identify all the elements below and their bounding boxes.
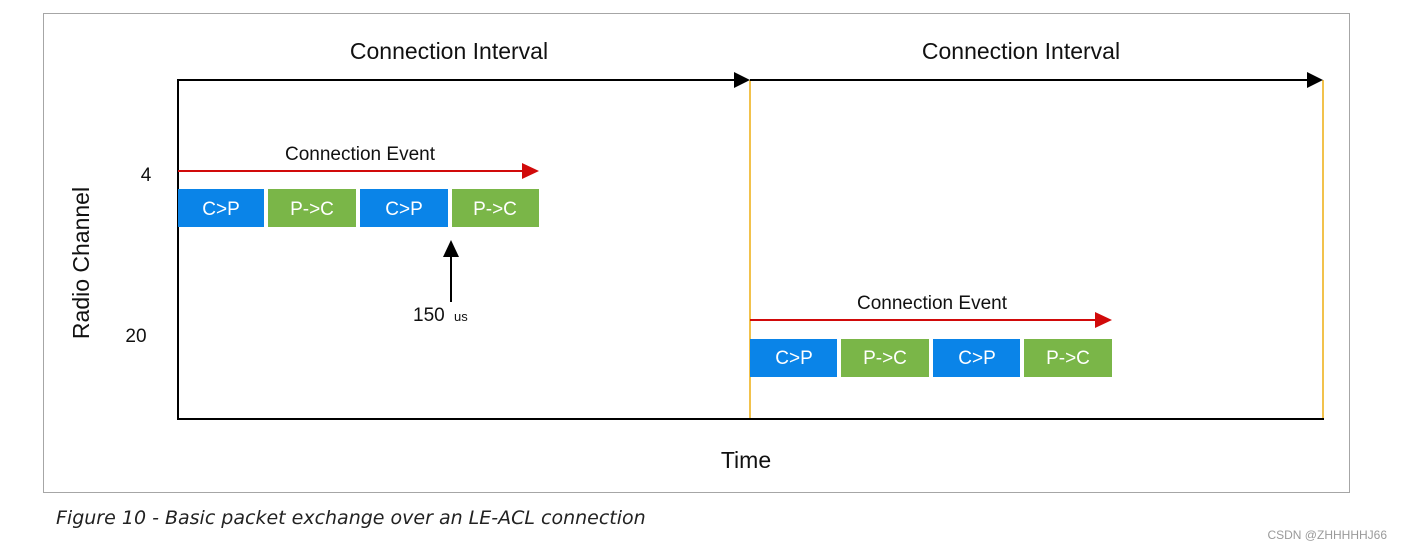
packet-label: C>P <box>775 348 813 369</box>
x-axis-label: Time <box>721 447 771 473</box>
event-arrowhead-2 <box>1095 312 1112 328</box>
packet-label: P->C <box>473 199 517 220</box>
packet-label: C>P <box>202 199 240 220</box>
packet-label: P->C <box>1046 348 1090 369</box>
event-1-packets: C>P P->C C>P P->C <box>178 189 539 227</box>
interval-arrowhead-2 <box>1307 72 1323 88</box>
watermark: CSDN @ZHHHHHJ66 <box>1267 528 1387 542</box>
figure-caption: Figure 10 - Basic packet exchange over a… <box>56 507 646 529</box>
packet-c-to-p <box>360 189 448 227</box>
packet-p-to-c <box>841 339 929 377</box>
packet-c-to-p <box>750 339 837 377</box>
packet-c-to-p <box>178 189 264 227</box>
interval-label-2: Connection Interval <box>922 38 1120 64</box>
gap-unit: us <box>454 309 468 324</box>
event-arrowhead-1 <box>522 163 539 179</box>
event-label-1: Connection Event <box>285 144 436 165</box>
packet-label: C>P <box>958 348 996 369</box>
packet-c-to-p <box>933 339 1020 377</box>
packet-label: P->C <box>863 348 907 369</box>
packet-p-to-c <box>268 189 356 227</box>
packet-p-to-c <box>452 189 539 227</box>
channel-label-20: 20 <box>125 326 146 347</box>
gap-value: 150 <box>413 305 445 326</box>
interval-arrowhead-1 <box>734 72 750 88</box>
packet-p-to-c <box>1024 339 1112 377</box>
y-axis-label: Radio Channel <box>68 187 94 339</box>
event-label-2: Connection Event <box>857 293 1008 314</box>
interval-label-1: Connection Interval <box>350 38 548 64</box>
packet-label: C>P <box>385 199 423 220</box>
event-2-packets: C>P P->C C>P P->C <box>750 339 1112 377</box>
figure-frame <box>43 13 1350 493</box>
gap-pointer-arrowhead <box>443 240 459 257</box>
channel-label-4: 4 <box>141 165 152 186</box>
gap-label: 150 us <box>413 305 468 326</box>
packet-label: P->C <box>290 199 334 220</box>
